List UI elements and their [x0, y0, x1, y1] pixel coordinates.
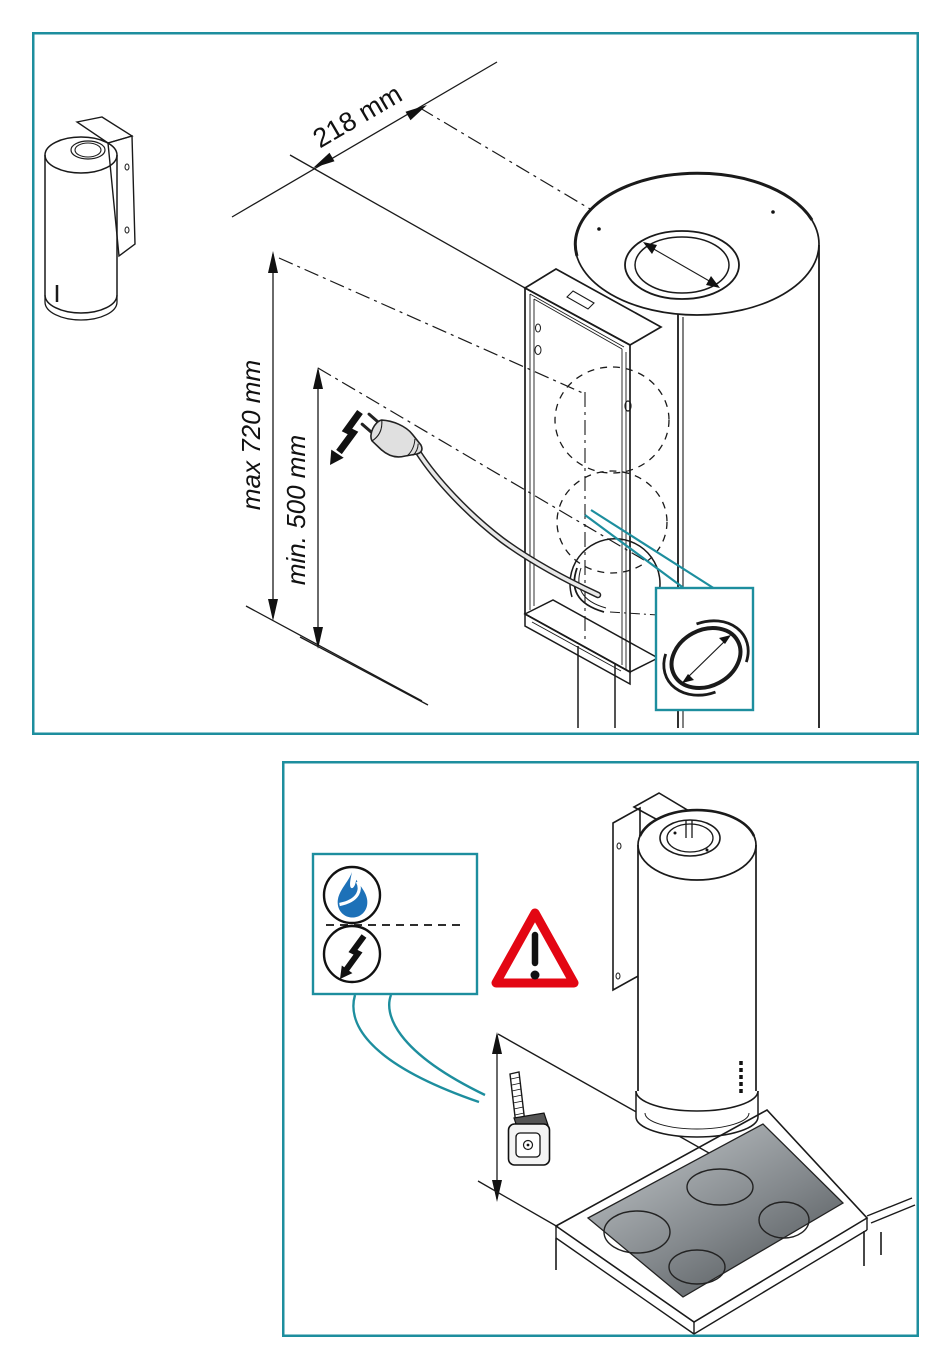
hood-cylinder	[573, 171, 820, 728]
dimension-min500: min. 500 mm	[281, 367, 429, 706]
top-diagram: 218 mm max 720 mm min. 500 mm	[32, 32, 919, 735]
top-installation-panel: 218 mm max 720 mm min. 500 mm	[32, 32, 919, 735]
burner	[758, 1201, 810, 1239]
energy-callout	[311, 852, 486, 1104]
cable-hole	[569, 538, 661, 598]
bottom-panel-border	[282, 761, 919, 1337]
dim-depth-label: 218 mm	[308, 79, 407, 154]
wall-hole-dashed	[554, 366, 670, 474]
electric-option-circle	[322, 924, 382, 984]
lightning-bolt-icon	[330, 409, 363, 465]
arrowhead	[405, 105, 427, 121]
duct-collar	[659, 819, 721, 857]
witness-line	[289, 154, 526, 289]
duct-collar	[624, 230, 740, 300]
warning-triangle-icon	[491, 908, 579, 988]
channel-interior	[554, 366, 670, 644]
dimension-218mm: 218 mm	[231, 61, 526, 289]
channel-tray	[523, 567, 660, 728]
bottom-installation-panel	[282, 761, 919, 1337]
burner	[686, 1168, 754, 1206]
dimension-max720: max 720 mm	[236, 251, 423, 702]
dimension-hob-distance	[477, 1032, 559, 1228]
wall-line	[497, 1033, 733, 1167]
power-cable	[414, 448, 602, 599]
wall-hole-dashed	[556, 470, 668, 574]
top-panel-border	[32, 32, 919, 735]
gas-flame-icon	[337, 872, 368, 918]
detail-callout	[584, 509, 755, 712]
dim-max-label: max 720 mm	[236, 360, 266, 510]
hood-drawing	[612, 792, 759, 1138]
hood-thumbnail	[44, 116, 136, 321]
vent-slot	[566, 290, 595, 310]
power-plug-icon	[360, 412, 423, 458]
arrowhead	[313, 152, 335, 168]
cooktop	[554, 1108, 916, 1335]
burner	[668, 1249, 726, 1285]
dim-min-label: min. 500 mm	[281, 435, 311, 585]
hob-glass	[586, 1123, 845, 1298]
lightning-bolt-circled-icon	[340, 934, 367, 979]
wall-bracket	[612, 806, 641, 992]
distance-gauge	[507, 1071, 551, 1166]
bottom-diagram	[282, 761, 919, 1337]
burner	[603, 1210, 671, 1254]
